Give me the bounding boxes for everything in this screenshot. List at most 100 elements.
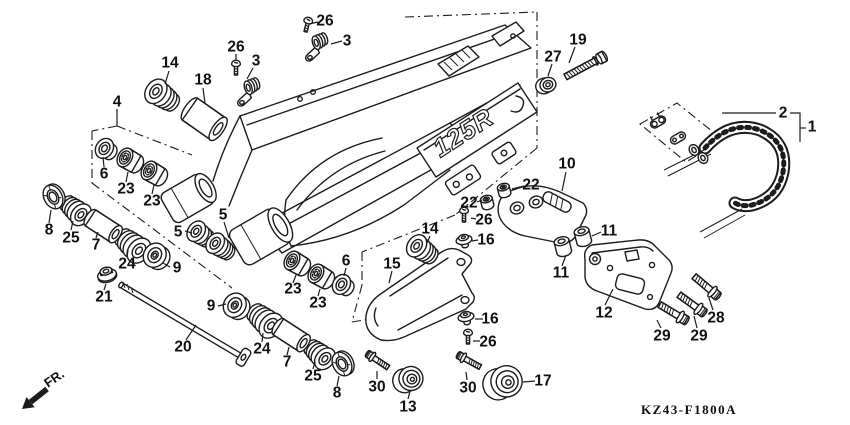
callout-13: 13 (399, 399, 417, 416)
part-screw-26-b (230, 59, 242, 76)
callout-leader-line (96, 232, 98, 238)
callout-leader-line (309, 22, 318, 24)
part-screw-26-d (462, 328, 474, 345)
callout-21: 21 (95, 289, 113, 306)
section-dashdot-line (117, 126, 192, 155)
callout-28: 28 (707, 310, 725, 327)
callout-9: 9 (207, 298, 216, 315)
callout-30: 30 (459, 380, 476, 397)
callout-leader-line (389, 271, 392, 283)
rubber-pad-hatch (438, 46, 479, 76)
callout-29: 29 (690, 328, 708, 345)
callout-23: 23 (143, 193, 161, 210)
callout-16: 16 (477, 232, 495, 249)
callout-leader-line (605, 289, 613, 305)
part-nut-22-b (478, 193, 496, 212)
front-direction-marker: FR. (22, 366, 67, 409)
callout-leader-line (185, 231, 192, 233)
callout-leader-line (709, 298, 713, 310)
callout-5: 5 (219, 207, 228, 224)
part-bolt-30-a (362, 348, 392, 373)
callout-14: 14 (421, 221, 439, 238)
callout-leader-line (186, 325, 196, 340)
callout-leader-line (127, 250, 128, 257)
part-roller-13 (389, 363, 427, 397)
section-dashdot-line (455, 148, 537, 215)
callout-leader-line (466, 372, 467, 380)
callout-leader-line (103, 157, 104, 167)
callout-7: 7 (92, 237, 101, 254)
front-arrowhead-icon (22, 397, 35, 409)
callout-1: 1 (808, 119, 817, 136)
callout-leader-line (694, 316, 697, 328)
callout-17: 17 (534, 373, 551, 390)
callout-23: 23 (284, 281, 302, 298)
chain-guard-plate (585, 240, 672, 310)
front-arrow-icon (28, 386, 49, 405)
chain-slider (366, 249, 474, 341)
callout-19: 19 (569, 32, 587, 49)
callout-6: 6 (342, 253, 351, 270)
part-collar-7-a (80, 206, 126, 246)
callout-4: 4 (113, 94, 122, 111)
callout-25: 25 (304, 368, 322, 385)
callout-leader-line (163, 263, 170, 267)
callout-leader-line (592, 232, 601, 236)
callout-leader-line (472, 240, 478, 241)
callout-leader-line (104, 284, 106, 290)
part-bushing-14-a (139, 74, 186, 118)
chain-guide-bracket (498, 186, 586, 247)
pivot-rod (118, 282, 252, 368)
section-dashdot-line (92, 126, 117, 131)
part-screw-26-a (300, 15, 315, 34)
callout-3: 3 (252, 53, 261, 70)
callout-leader-line (427, 236, 430, 243)
part-collar-7-b (268, 315, 314, 355)
callout-leader-line (293, 275, 296, 283)
callout-leader-line (318, 289, 320, 296)
callout-leader-line (477, 200, 482, 202)
part-bolt-30-b (454, 349, 484, 373)
callout-26: 26 (475, 212, 493, 229)
callout-leader-line (512, 186, 524, 189)
swingarm-end-plate: 125R (417, 83, 537, 196)
section-dashdot-line (405, 12, 537, 17)
callout-22: 22 (522, 177, 539, 194)
callout-22: 22 (460, 195, 477, 212)
callout-leader-line (523, 381, 535, 382)
callout-leader-line (313, 362, 315, 369)
callout-26: 26 (316, 13, 334, 30)
callout-27: 27 (544, 49, 561, 66)
callout-leader-line (224, 222, 229, 238)
callout-26: 26 (479, 334, 497, 351)
part-bolt-28 (689, 270, 725, 304)
section-dashdot-line (362, 215, 455, 252)
callout-23: 23 (117, 181, 135, 198)
callout-8: 8 (45, 222, 54, 239)
part-nut-21 (95, 264, 119, 286)
master-link-set (647, 111, 710, 165)
callout-10: 10 (558, 156, 575, 173)
callout-leader-line (562, 255, 566, 266)
callout-25: 25 (62, 230, 80, 247)
callout-8: 8 (333, 385, 342, 402)
callout-leader-line (203, 88, 205, 103)
section-dashdot-line (352, 285, 362, 322)
callout-leader-line (337, 376, 339, 386)
callout-3: 3 (343, 33, 352, 50)
callout-12: 12 (595, 305, 612, 322)
callout-7: 7 (283, 354, 292, 371)
callout-leader-line (287, 347, 289, 355)
callout-24: 24 (118, 256, 136, 273)
callout-11: 11 (601, 223, 618, 240)
part-clamp-3-a (299, 31, 334, 63)
callout-leader-line (331, 41, 342, 44)
part-bolt-19 (562, 49, 610, 83)
part-collar-11-a (572, 224, 594, 249)
callout-leader-line (344, 268, 346, 276)
callout-20: 20 (174, 339, 191, 356)
part-collar-18 (176, 93, 232, 145)
callout-26: 26 (227, 39, 245, 56)
